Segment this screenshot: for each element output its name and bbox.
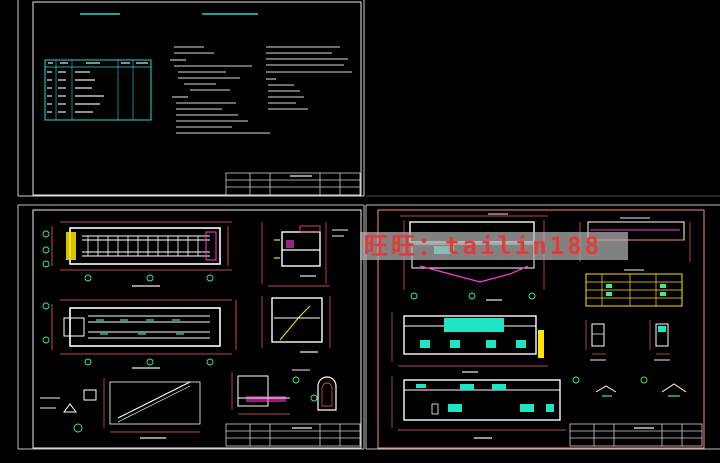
floor-plan-upper (42, 221, 232, 287)
section-detail-a (261, 222, 348, 287)
general-notes-sheet[interactable] (17, 0, 365, 197)
window-schedule-table (585, 269, 683, 307)
title-block-bottom-left (225, 423, 361, 447)
watermark-text: 旺旺：tailin188 (364, 232, 603, 260)
side-elevation-middle (391, 312, 548, 373)
detail-small-left (40, 389, 97, 433)
window-details (585, 320, 670, 361)
rear-elevation-lower (391, 376, 566, 439)
eave-details (572, 376, 687, 397)
watermark-banner: 旺旺：tailin188 (360, 232, 628, 260)
title-block-bottom-right (569, 423, 703, 447)
elevations-sheet[interactable] (365, 204, 720, 450)
drawing-index-table (44, 59, 152, 121)
stair-section (103, 378, 201, 439)
design-notes-text (170, 46, 352, 134)
plans-sections-sheet[interactable] (17, 204, 365, 450)
detail-middle-right (231, 369, 310, 415)
arch-window-detail (310, 376, 337, 411)
title-block-top (225, 172, 361, 196)
section-detail-b (261, 296, 331, 353)
floor-plan-lower (42, 299, 237, 369)
